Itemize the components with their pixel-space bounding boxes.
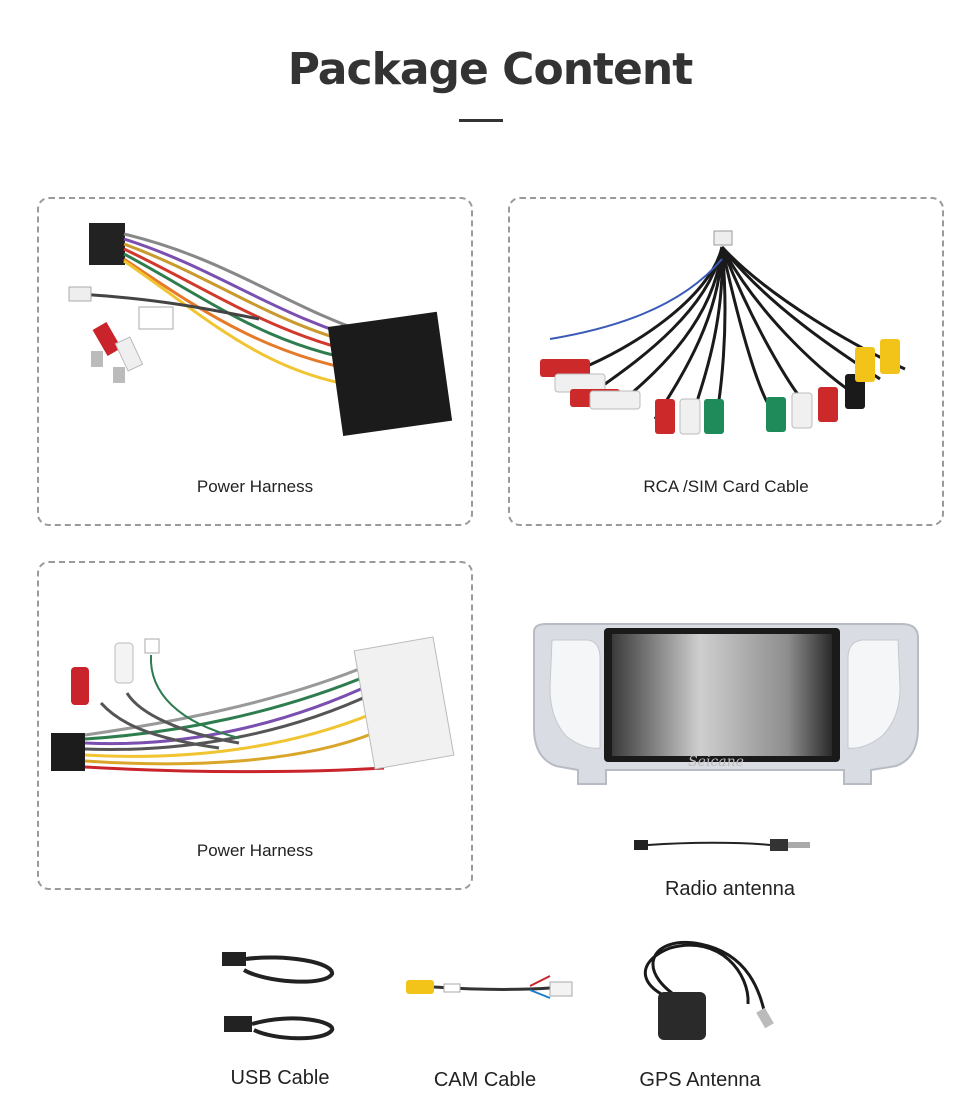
power-harness-panel: Power Harness — [37, 197, 473, 526]
radio-head-unit-image: Seicane — [533, 623, 919, 785]
gps-antenna-label: GPS Antenna — [639, 1069, 761, 1091]
power-harness-white-caption: Power Harness — [196, 841, 314, 860]
title-underline — [459, 119, 503, 122]
radio-brand-watermark: Seicane — [688, 754, 744, 770]
rca-sim-cable-panel: RCA /SIM Card Cable — [508, 197, 944, 526]
rca-sim-cable-image — [540, 230, 906, 435]
usb-cable-label: USB Cable — [230, 1067, 330, 1089]
rca-sim-cable-caption: RCA /SIM Card Cable — [643, 477, 809, 496]
power-harness-black-image — [68, 223, 453, 436]
page-title: Package Content — [287, 44, 694, 95]
cam-cable-image — [406, 975, 573, 999]
usb-cable-image — [222, 952, 335, 1041]
power-harness-caption: Power Harness — [196, 477, 314, 496]
power-harness-white-image — [51, 636, 455, 774]
radio-antenna-image — [634, 839, 810, 851]
radio-antenna-label: Radio antenna — [664, 878, 796, 900]
cam-cable-label: CAM Cable — [433, 1069, 537, 1091]
gps-antenna-image — [643, 941, 774, 1040]
power-harness-white-panel: Power Harness — [37, 561, 473, 890]
